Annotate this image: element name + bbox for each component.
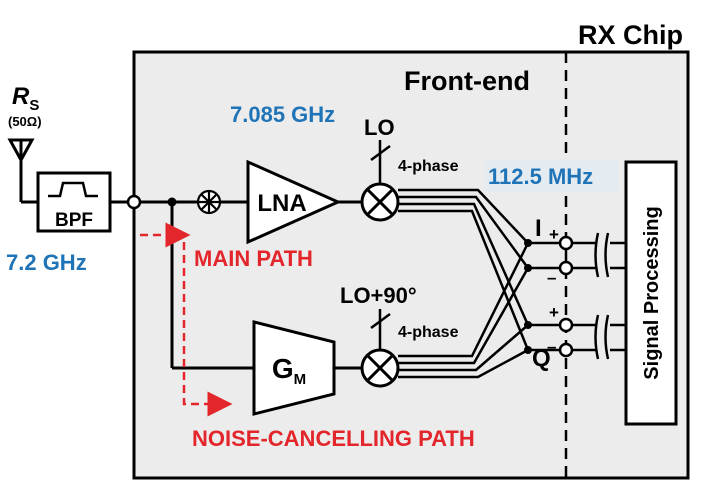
lna-label: LNA	[257, 190, 306, 217]
mixer-icon	[360, 348, 400, 388]
lo-bottom-label: LO+90°	[340, 283, 417, 308]
nc-path-label: NOISE-CANCELLING PATH	[192, 426, 475, 451]
i-minus-label: –	[547, 268, 556, 287]
branch-dot	[167, 197, 177, 207]
if-frequency: 112.5 MHz	[488, 164, 593, 189]
bpf-frequency: 7.2 GHz	[6, 250, 87, 275]
lna-block: LNA	[246, 159, 342, 245]
bpf-label: BPF	[55, 210, 93, 231]
output-pin-i-minus	[558, 260, 574, 276]
lna-frequency: 7.085 GHz	[230, 102, 335, 127]
q-plus-label: +	[549, 303, 559, 322]
lo-top-label: LO	[364, 115, 395, 140]
capacitor-icon	[594, 232, 610, 278]
if-frequency-bg	[484, 159, 618, 191]
capacitor-icon	[594, 314, 610, 360]
output-pin-q-minus	[558, 342, 574, 358]
i-plus-label: +	[549, 225, 559, 244]
if-bundle-top	[398, 188, 530, 351]
bpf-block: BPF	[36, 171, 112, 233]
signal-processing-block	[624, 160, 678, 426]
antenna-icon	[7, 138, 38, 204]
mixer-icon	[360, 182, 400, 222]
if-bundle-bottom	[398, 242, 530, 379]
signal-processing-label: Signal Processing	[641, 206, 663, 379]
output-pin-i-plus	[558, 235, 574, 251]
lo-bottom-phase: 4-phase	[398, 324, 459, 341]
output-pin-q-plus	[558, 317, 574, 333]
input-node	[126, 194, 142, 210]
main-path-label: MAIN PATH	[194, 246, 313, 271]
gm-label: GM	[272, 353, 306, 388]
i-output-label: I	[535, 215, 542, 242]
q-minus-label: –	[547, 337, 556, 356]
bandpass-icon	[48, 181, 98, 198]
source-resistance-label: RS	[12, 83, 39, 114]
front-end-label: Front-end	[404, 66, 530, 96]
summing-node-icon	[196, 189, 222, 215]
q-output-label: Q	[532, 345, 551, 372]
nc-path-arrow	[182, 242, 233, 417]
lo-top-phase: 4-phase	[398, 158, 459, 175]
source-impedance-label: (50Ω)	[8, 114, 42, 129]
rx-chip-label: RX Chip	[578, 20, 683, 50]
gm-block: GM	[252, 320, 336, 416]
